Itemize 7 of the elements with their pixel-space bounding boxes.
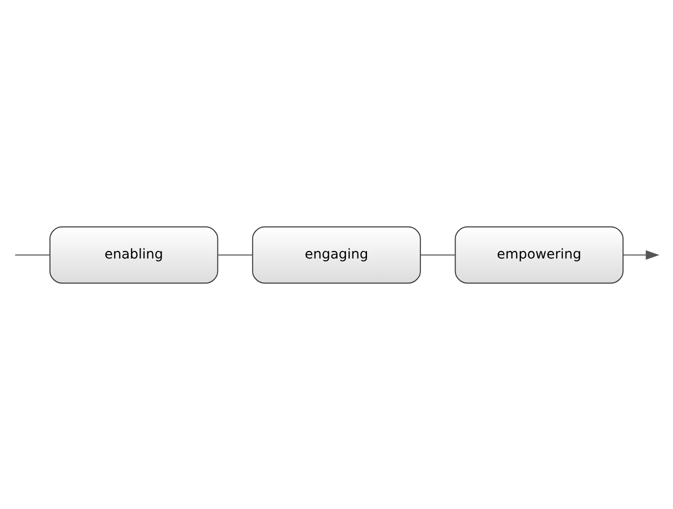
node-box: enabling xyxy=(49,226,218,284)
connector xyxy=(420,254,456,255)
node-box: engaging xyxy=(252,226,421,284)
connector xyxy=(14,254,50,255)
node-box: empowering xyxy=(454,226,624,284)
connector xyxy=(217,254,253,255)
arrow xyxy=(622,250,660,260)
